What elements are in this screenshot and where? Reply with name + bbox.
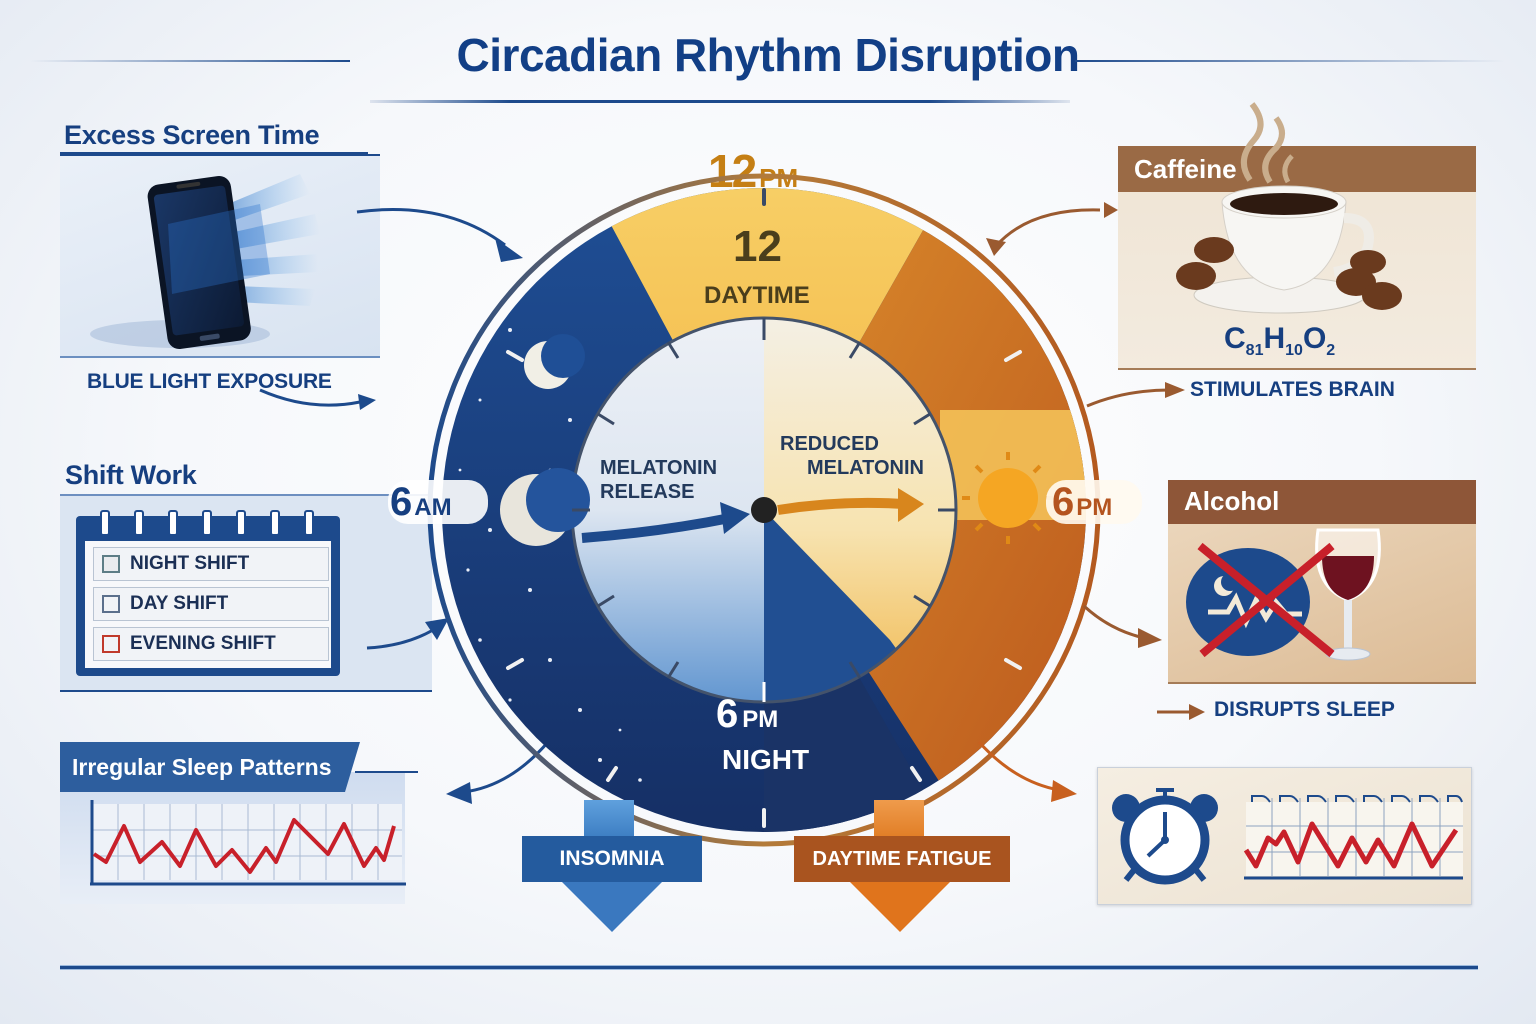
shift-label: NIGHT SHIFT (130, 553, 250, 574)
irregular-sleep-rule (355, 771, 418, 773)
formula-h-sub: 10 (1285, 342, 1303, 359)
reduced-melatonin-label: REDUCED MELATONIN (772, 432, 924, 480)
daytime-fatigue-label: DAYTIME FATIGUE (794, 836, 1010, 882)
shift-row-night: NIGHT SHIFT (93, 547, 329, 581)
screen-time-rule (60, 152, 368, 154)
shift-row-evening: EVENING SHIFT (93, 627, 329, 661)
blue-light-arrow-icon (259, 388, 376, 410)
title-rule-right (1075, 60, 1505, 62)
irregular-sleep-heading: Irregular Sleep Patterns (72, 754, 332, 780)
smartphone-blue-light-icon (90, 174, 320, 349)
disrupts-sleep-arrow-icon (1157, 704, 1205, 720)
title-rule-left (30, 60, 350, 62)
daytime-label: DAYTIME (704, 282, 810, 309)
insomnia-outcome: INSOMNIA (520, 800, 706, 934)
formula-h: H (1263, 322, 1286, 355)
inner-noon-number: 12 (733, 222, 782, 271)
moon-icon (524, 334, 585, 389)
sleep-wave-badge (1186, 548, 1310, 656)
irregular-sleep-banner (60, 742, 360, 792)
calendar-sheet: NIGHT SHIFT DAY SHIFT EVENING SHIFT (85, 541, 331, 668)
shift-row-day: DAY SHIFT (93, 587, 329, 621)
alarm-clock-icon (1112, 788, 1463, 885)
zigzag-chart-icon (90, 800, 406, 886)
formula-o-sub: 2 (1326, 342, 1336, 359)
caffeine-to-clock-arrow-icon (986, 202, 1118, 256)
wine-glass-icon (1186, 528, 1381, 661)
six-pm-badge (1046, 480, 1142, 524)
formula-o: O (1302, 322, 1327, 355)
6am-number: 6 (390, 480, 413, 524)
reduced-melatonin-line1: REDUCED (780, 433, 879, 455)
clock-to-alarm-arrow-icon (977, 740, 1077, 802)
reduced-melatonin-arrow (777, 497, 905, 515)
clock-label-6am: 6AM (390, 480, 452, 525)
checkbox-icon (102, 635, 120, 653)
caffeine-formula: C81H10O2 (1224, 322, 1335, 360)
coffee-cup-icon (1176, 102, 1402, 314)
6pm-right-suffix: PM (1076, 494, 1113, 521)
6pm-bottom-suffix: PM (742, 706, 779, 733)
screen-to-clock-arrow-icon (356, 207, 523, 262)
daytime-fatigue-outcome: DAYTIME FATIGUE (786, 800, 1010, 934)
screen-time-heading: Excess Screen Time (64, 120, 320, 150)
melatonin-release-label: MELATONIN RELEASE (600, 456, 717, 504)
melatonin-release-line1: MELATONIN (600, 457, 718, 479)
circadian-clock-dial (427, 173, 1101, 847)
noon-number: 12 (708, 145, 757, 197)
checkbox-icon (102, 595, 120, 613)
melatonin-release-line2: RELEASE (600, 481, 695, 503)
footer-rule (60, 966, 1478, 969)
insomnia-arrow-stem (584, 800, 634, 840)
insomnia-label: INSOMNIA (522, 836, 702, 882)
formula-c: C (1224, 322, 1246, 355)
shift-to-clock-arrow-icon (366, 618, 449, 650)
moon-icon-large (500, 468, 590, 546)
caffeine-header-band (1118, 146, 1476, 192)
stimulates-brain-label: STIMULATES BRAIN (1190, 378, 1395, 401)
melatonin-release-arrow (581, 513, 731, 543)
insomnia-down-arrow-icon (562, 882, 662, 932)
blue-light-exposure-label: BLUE LIGHT EXPOSURE (87, 370, 332, 393)
caffeine-heading: Caffeine (1134, 154, 1237, 184)
page-title: Circadian Rhythm Disruption (456, 29, 1080, 81)
alcohol-header-band (1168, 480, 1476, 524)
shift-label: EVENING SHIFT (130, 633, 276, 654)
clock-to-insomnia-arrow-icon (446, 741, 550, 804)
clock-label-6pm-right: 6PM (1052, 480, 1112, 525)
6pm-bottom-number: 6 (716, 692, 739, 736)
sleep-disruption-chart (1243, 795, 1463, 880)
shift-work-heading: Shift Work (65, 460, 197, 490)
alcohol-heading: Alcohol (1184, 486, 1280, 516)
clock-to-alcohol-arrow-icon (1082, 604, 1162, 648)
shift-label: DAY SHIFT (130, 593, 229, 614)
fatigue-arrow-stem (874, 800, 924, 840)
title-underline (370, 100, 1070, 103)
reduced-melatonin-line2: MELATONIN (806, 457, 924, 479)
6pm-right-number: 6 (1052, 480, 1075, 524)
six-am-badge (388, 480, 488, 524)
disrupts-sleep-label: DISRUPTS SLEEP (1214, 698, 1395, 721)
fatigue-down-arrow-icon (850, 882, 950, 932)
6am-suffix: AM (414, 494, 452, 521)
formula-c-sub: 81 (1245, 342, 1264, 359)
checkbox-icon (102, 555, 120, 573)
night-label: NIGHT (722, 744, 810, 775)
stimulates-brain-arrow-icon (1086, 382, 1185, 408)
